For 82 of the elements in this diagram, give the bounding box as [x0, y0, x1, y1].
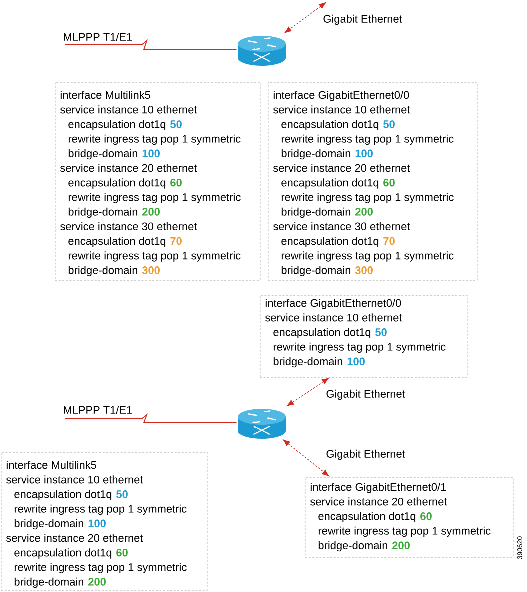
- vlan-number: 60: [384, 178, 395, 187]
- edge-label: Gigabit Ethernet: [325, 448, 406, 462]
- config-line: rewrite ingress tag pop 1 symmetric: [318, 526, 491, 538]
- connection-arrow: [283, 440, 330, 476]
- vlan-number: 60: [116, 548, 128, 557]
- edge-label: MLPPP T1/E1: [62, 404, 134, 416]
- vlan-number: 100: [142, 150, 160, 158]
- config-line: interface GigabitEthernet0/1: [310, 483, 446, 494]
- router-icon: [238, 36, 286, 66]
- config-line: bridge-domain: [282, 149, 351, 160]
- connection-arrow: [284, 2, 326, 34]
- config-line: encapsulation dot1q: [14, 490, 112, 500]
- config-line: bridge-domain: [14, 519, 84, 530]
- config-line: interface Multilink5: [6, 461, 96, 470]
- config-line: rewrite ingress tag pop 1 symmetric: [68, 193, 241, 204]
- vlan-number: 200: [142, 208, 160, 216]
- vlan-number: 100: [356, 150, 373, 158]
- vlan-number: 50: [376, 328, 387, 336]
- config-box: [268, 82, 478, 281]
- config-line: rewrite ingress tag pop 1 symmetric: [274, 342, 446, 354]
- vlan-number: 100: [88, 520, 106, 528]
- config-line: bridge-domain: [282, 266, 351, 276]
- vlan-number: 60: [420, 512, 432, 520]
- vlan-number: 200: [356, 208, 373, 216]
- vlan-number: 60: [170, 178, 182, 187]
- config-line: encapsulation dot1q: [282, 178, 379, 189]
- config-line: rewrite ingress tag pop 1 symmetric: [282, 134, 454, 146]
- config-line: rewrite ingress tag pop 1 symmetric: [14, 504, 187, 516]
- config-line: service instance 10 ethernet: [266, 314, 402, 322]
- config-line: encapsulation dot1q: [68, 120, 166, 130]
- vlan-number: 200: [392, 542, 410, 550]
- config-line: service instance 30 ethernet: [274, 222, 410, 230]
- vlan-number: 300: [142, 266, 160, 274]
- config-line: interface GigabitEthernet0/0: [266, 299, 402, 310]
- config-box: [1, 452, 208, 591]
- config-line: encapsulation dot1q: [318, 512, 416, 522]
- edge-label: MLPPP T1/E1: [62, 32, 134, 42]
- config-line: rewrite ingress tag pop 1 symmetric: [282, 193, 454, 204]
- vlan-number: 50: [170, 120, 182, 128]
- vlan-number: 50: [116, 490, 128, 498]
- config-line: bridge-domain: [68, 266, 138, 276]
- config-line: service instance 10 ethernet: [60, 106, 198, 114]
- config-box: [305, 477, 514, 558]
- config-line: service instance 20 ethernet: [310, 498, 448, 506]
- config-line: bridge-domain: [68, 208, 138, 218]
- config-line: service instance 20 ethernet: [274, 164, 410, 172]
- config-line: service instance 30 ethernet: [60, 222, 198, 230]
- connection-line: [64, 413, 238, 424]
- connection-arrow: [287, 378, 330, 406]
- config-line: bridge-domain: [274, 357, 343, 368]
- config-line: encapsulation dot1q: [14, 548, 112, 559]
- config-line: encapsulation dot1q: [282, 237, 379, 248]
- router-icon: [238, 409, 286, 439]
- config-line: encapsulation dot1q: [274, 328, 371, 338]
- vlan-number: 70: [170, 237, 182, 246]
- config-line: bridge-domain: [14, 578, 84, 588]
- config-line: interface Multilink5: [60, 91, 150, 100]
- config-line: service instance 20 ethernet: [60, 164, 198, 172]
- config-line: encapsulation dot1q: [68, 237, 166, 248]
- vlan-number: 200: [88, 578, 106, 586]
- config-line: encapsulation dot1q: [282, 120, 379, 130]
- vlan-number: 50: [384, 120, 395, 128]
- config-line: rewrite ingress tag pop 1 symmetric: [68, 252, 241, 262]
- config-line: service instance 10 ethernet: [6, 476, 144, 484]
- config-line: bridge-domain: [318, 541, 388, 552]
- connection-line: [64, 40, 238, 50]
- config-line: interface GigabitEthernet0/0: [274, 91, 410, 102]
- edge-label: Gigabit Ethernet: [325, 388, 406, 402]
- config-line: bridge-domain: [68, 149, 138, 160]
- config-line: rewrite ingress tag pop 1 symmetric: [68, 134, 241, 146]
- config-box: [260, 295, 468, 378]
- edge-label: Gigabit Ethernet: [322, 14, 404, 26]
- config-line: bridge-domain: [282, 208, 351, 218]
- config-line: service instance 20 ethernet: [6, 534, 144, 542]
- vlan-number: 300: [355, 266, 373, 274]
- config-line: encapsulation dot1q: [68, 178, 166, 189]
- config-line: rewrite ingress tag pop 1 symmetric: [282, 252, 454, 262]
- config-line: service instance 10 ethernet: [274, 106, 410, 114]
- vlan-number: 100: [348, 358, 365, 366]
- vlan-number: 70: [384, 237, 395, 246]
- config-line: rewrite ingress tag pop 1 symmetric: [14, 563, 187, 574]
- config-box: [55, 82, 261, 281]
